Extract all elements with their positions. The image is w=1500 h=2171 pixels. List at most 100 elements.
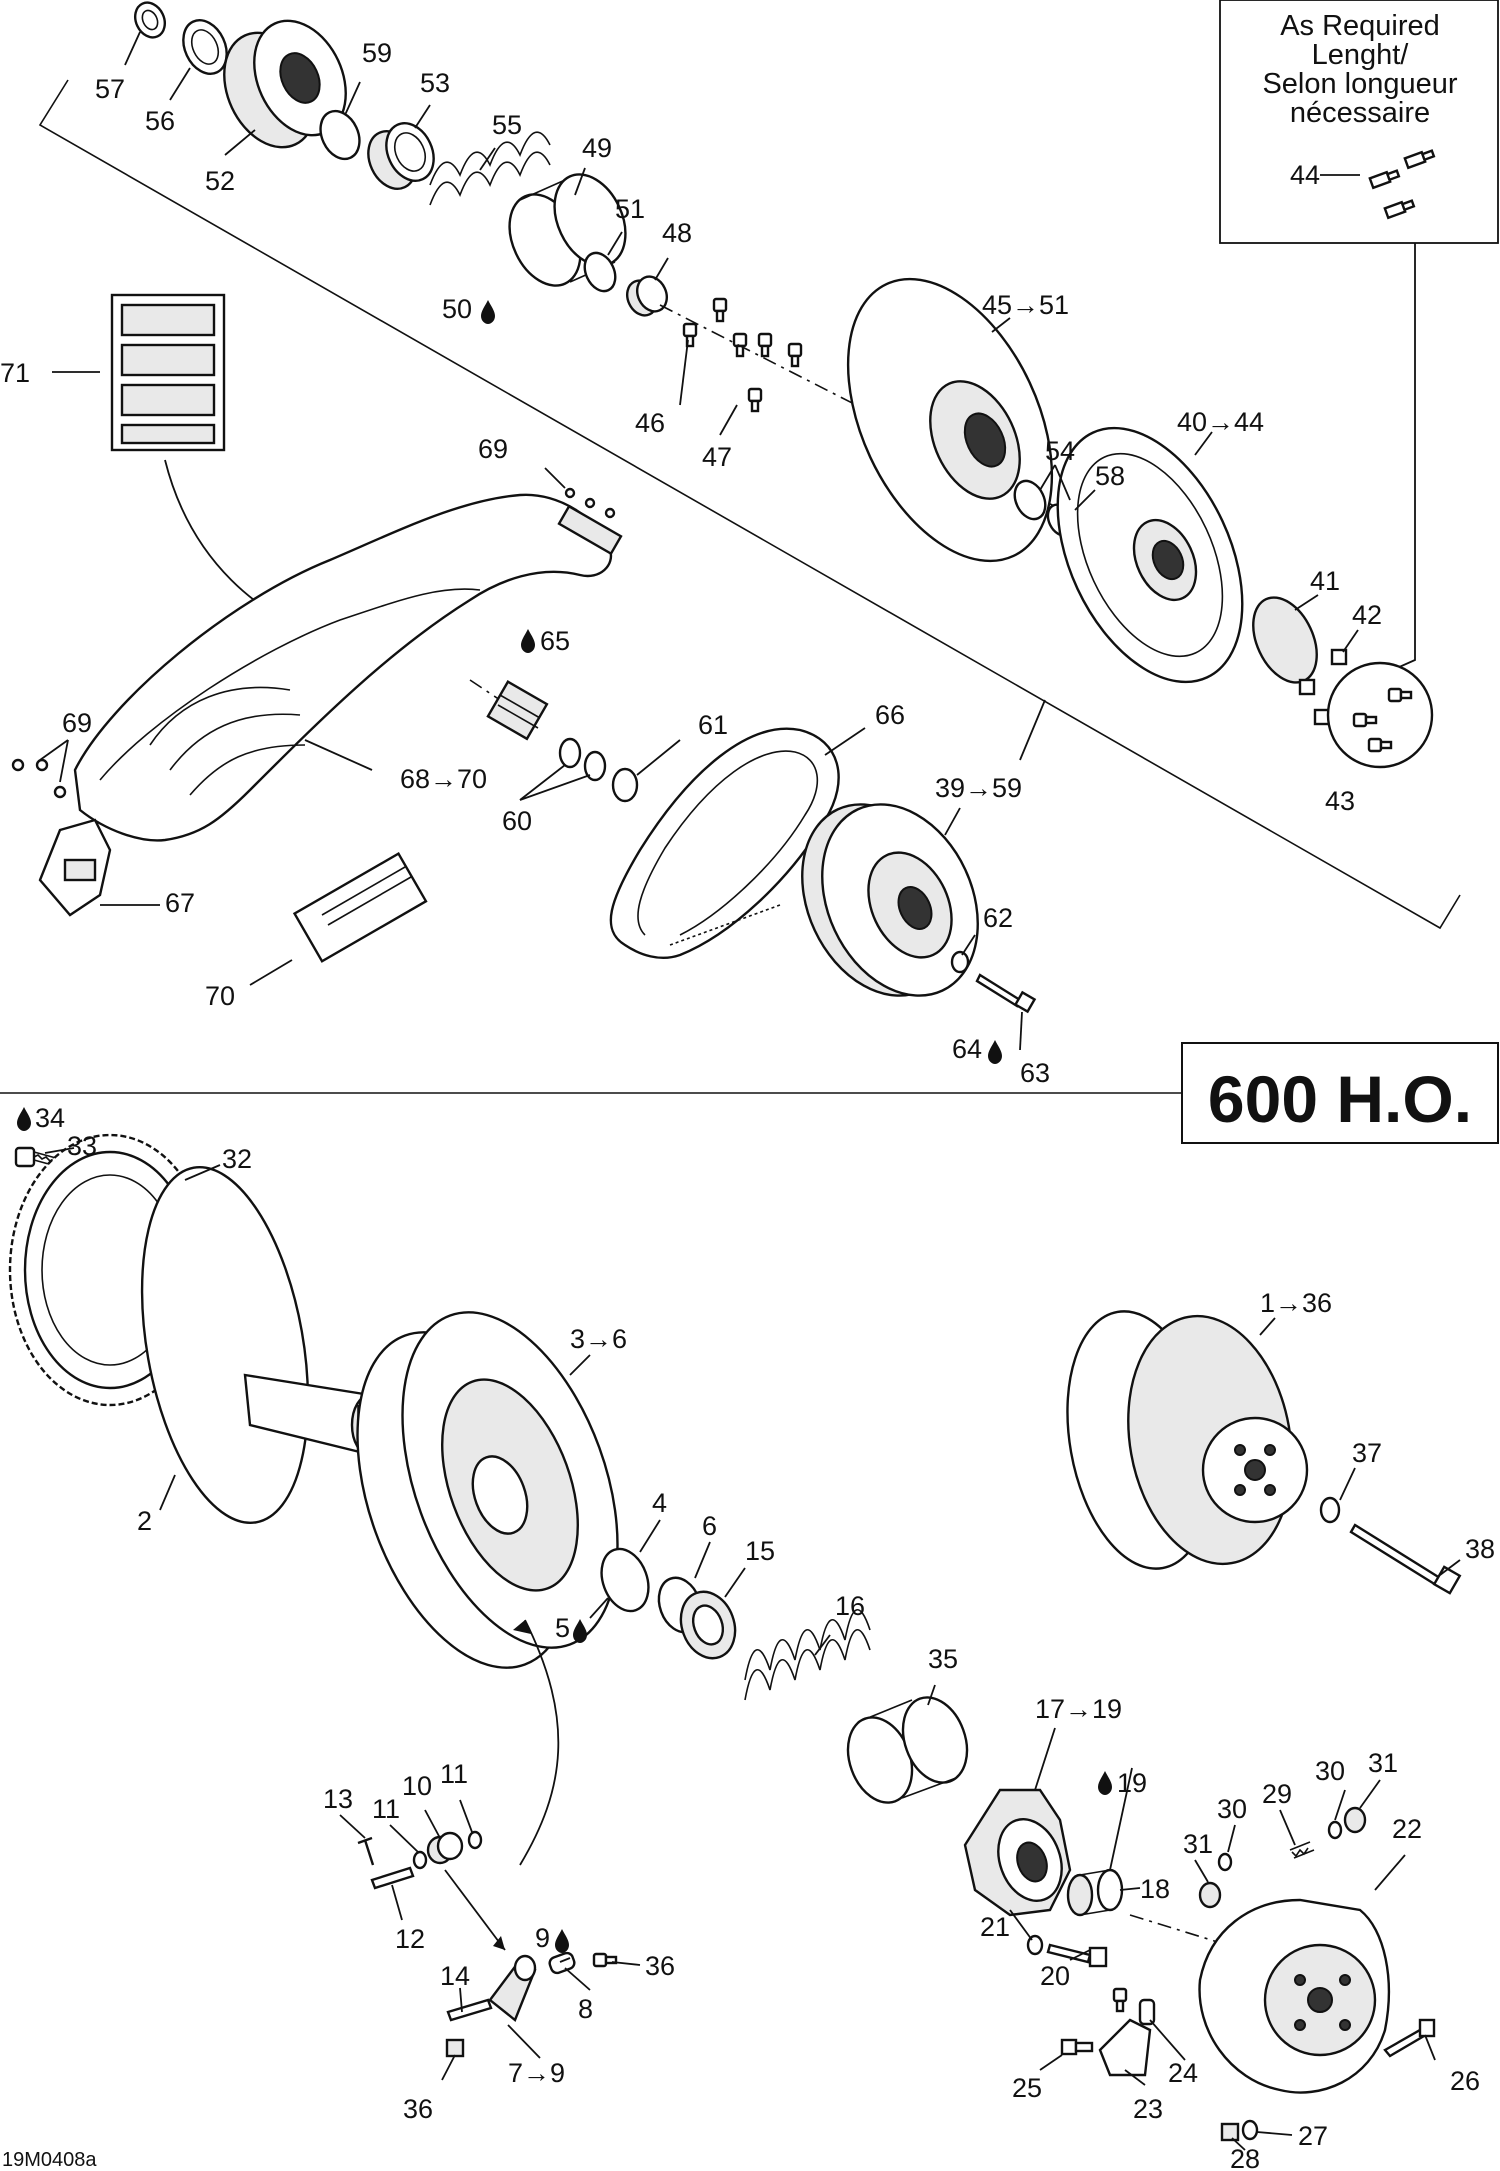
callout-68-70: 68→70 — [400, 764, 487, 794]
part-39-drive-pulley — [801, 803, 979, 997]
part-25-bolt — [1060, 2038, 1094, 2056]
callout-32: 32 — [222, 1144, 252, 1174]
part-10-roller — [426, 1831, 464, 1865]
part-16-spring — [744, 1608, 871, 1701]
callout-48: 48 — [662, 218, 692, 248]
callout-62: 62 — [983, 903, 1013, 933]
as-required-note-box: As Required Lenght/ Selon longueur néces… — [1219, 0, 1499, 244]
part-68-belt-guard — [73, 493, 623, 842]
part-41-cover — [1252, 596, 1318, 684]
callout-55: 55 — [492, 110, 522, 140]
callout-9: 9 — [535, 1923, 550, 1953]
part-1-complete-pulley — [1066, 1310, 1309, 1570]
callout-19: 19 — [1117, 1768, 1147, 1798]
callout-1-36: 1→36 — [1260, 1288, 1332, 1318]
callout-53: 53 — [420, 68, 450, 98]
callout-60: 60 — [502, 806, 532, 836]
callout-13: 13 — [323, 1784, 353, 1814]
callout-labels: 57 56 52 59 53 55 49 51 48 50 44 45→51 7… — [0, 38, 1495, 2171]
part-38-bolt — [1349, 1523, 1462, 1595]
part-13-pin — [357, 1836, 375, 1866]
part-53-bushing — [367, 122, 435, 190]
callout-5: 5 — [555, 1613, 570, 1643]
callout-64: 64 — [952, 1034, 982, 1064]
oil-drop-icon — [988, 1040, 1002, 1064]
part-24-pin — [1138, 1998, 1156, 2026]
callout-3-6: 3→6 — [570, 1324, 627, 1354]
callout-54: 54 — [1045, 436, 1075, 466]
callout-47: 47 — [702, 442, 732, 472]
callout-11-right: 11 — [440, 1759, 468, 1789]
callout-52: 52 — [205, 166, 235, 196]
callout-70: 70 — [205, 981, 235, 1011]
part-45-fixed-sheave — [846, 277, 1054, 563]
callout-38: 38 — [1465, 1534, 1495, 1564]
part-36-screw-right — [1112, 1987, 1128, 2013]
note-line-3: Selon longueur — [1262, 68, 1457, 100]
part-65-shaft — [469, 679, 549, 741]
callout-30-right: 30 — [1315, 1756, 1345, 1786]
callout-2: 2 — [137, 1506, 152, 1536]
callout-49: 49 — [582, 133, 612, 163]
part-8-bushing — [548, 1951, 576, 1975]
callout-20: 20 — [1040, 1961, 1070, 1991]
part-57-washer — [134, 1, 166, 39]
callout-10: 10 — [402, 1771, 432, 1801]
callout-39-59: 39→59 — [935, 773, 1022, 803]
part-62-washer — [950, 950, 970, 974]
callout-65: 65 — [540, 626, 570, 656]
callout-8: 8 — [578, 1994, 593, 2024]
part-54-washer — [1013, 479, 1047, 521]
part-69-fasteners-left — [11, 758, 67, 799]
callout-59: 59 — [362, 38, 392, 68]
part-36-nut-lower — [445, 2038, 465, 2058]
leader-lines — [39, 31, 1461, 2151]
part-49-sleeve — [508, 173, 627, 287]
callout-71: 71 — [0, 358, 30, 388]
callout-25: 25 — [1012, 2073, 1042, 2103]
callout-69-top: 69 — [478, 434, 508, 464]
callout-45-51: 45→51 — [982, 290, 1069, 320]
callout-27: 27 — [1298, 2121, 1328, 2151]
lever-arrow — [444, 1869, 506, 1951]
callout-58: 58 — [1095, 461, 1125, 491]
part-20-bolt — [1046, 1943, 1108, 1968]
part-36-screw-lever — [592, 1952, 618, 1968]
part-2-fixed-half — [140, 1166, 390, 1524]
note-line-1: As Required — [1280, 10, 1440, 42]
part-14-pin — [446, 1998, 493, 2022]
callout-12: 12 — [395, 1924, 425, 1954]
part-26-bolt — [1383, 2018, 1436, 2058]
part-35-sleeve — [846, 1696, 969, 1804]
part-27-washer — [1241, 2119, 1259, 2141]
callout-31-right: 31 — [1368, 1748, 1398, 1778]
callout-15: 15 — [745, 1536, 775, 1566]
callout-66: 66 — [875, 700, 905, 730]
part-71-decal — [110, 293, 226, 452]
note-line-4: nécessaire — [1290, 97, 1430, 129]
part-17-spider — [963, 1788, 1072, 1917]
callout-24: 24 — [1168, 2058, 1198, 2088]
callout-50: 50 — [442, 294, 472, 324]
part-63-bolt — [975, 973, 1037, 1014]
callout-44: 44 — [1290, 160, 1320, 190]
drawing-code: 19M0408a — [2, 2149, 97, 2171]
callout-14: 14 — [440, 1961, 470, 1991]
callout-67: 67 — [165, 888, 195, 918]
callout-36-lever: 36 — [645, 1951, 675, 1981]
callout-40-44: 40→44 — [1177, 407, 1264, 437]
oil-drop-icon — [521, 629, 535, 653]
callout-61: 61 — [698, 710, 728, 740]
callout-42: 42 — [1352, 600, 1382, 630]
part-22-cover — [1198, 1898, 1391, 2094]
callout-46: 46 — [635, 408, 665, 438]
assembly-arrow — [519, 1619, 560, 1866]
part-28-nut — [1220, 2122, 1240, 2142]
callout-11-left: 11 — [372, 1794, 400, 1824]
callout-6: 6 — [702, 1511, 717, 1541]
note-line-2: Lenght/ — [1312, 39, 1410, 71]
callout-57: 57 — [95, 74, 125, 104]
callout-35: 35 — [928, 1644, 958, 1674]
callout-7-9: 7→9 — [508, 2058, 565, 2088]
